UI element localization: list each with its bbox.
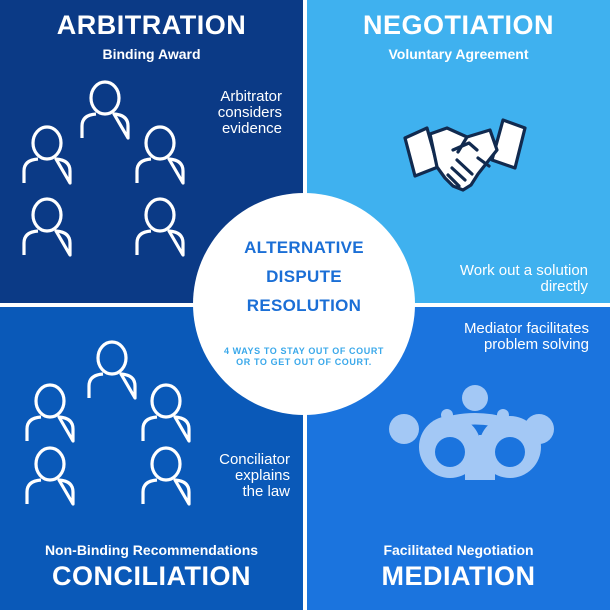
negotiation-title: NEGOTIATION (363, 10, 554, 40)
center-title-line: RESOLUTION (246, 296, 362, 315)
center-title-line: ALTERNATIVE (244, 238, 364, 257)
center-badge: ALTERNATIVE DISPUTE RESOLUTION 4 WAYS TO… (193, 193, 415, 415)
center-title: ALTERNATIVE DISPUTE RESOLUTION (193, 233, 415, 320)
conciliation-note: Conciliator explains the law (219, 451, 290, 500)
arbitration-panel: ARBITRATION Binding Award Arbitrator con… (0, 0, 303, 303)
conciliation-subtitle: Non-Binding Recommendations (44, 542, 259, 558)
negotiation-subtitle: Voluntary Agreement (388, 46, 529, 62)
negotiation-note: Work out a solution directly (459, 262, 588, 295)
center-tagline: 4 WAYS TO STAY OUT OF COURT OR TO GET OU… (203, 346, 405, 368)
conciliation-title: CONCILIATION (52, 561, 251, 591)
mediation-title: MEDIATION (381, 561, 536, 591)
tagline-line: OR TO GET OUT OF COURT. (236, 357, 372, 367)
mediation-note: Mediator facilitates problem solving (463, 320, 589, 353)
mediation-subtitle: Facilitated Negotiation (383, 542, 534, 558)
tagline-line: 4 WAYS TO STAY OUT OF COURT (223, 346, 385, 356)
handshake-icon (403, 118, 527, 192)
mediation-people-icon (389, 385, 554, 480)
arbitration-title: ARBITRATION (56, 10, 247, 40)
arbitration-subtitle: Binding Award (102, 46, 201, 62)
arbitration-note: Arbitrator considers evidence (217, 88, 282, 137)
center-title-line: DISPUTE (266, 267, 342, 286)
